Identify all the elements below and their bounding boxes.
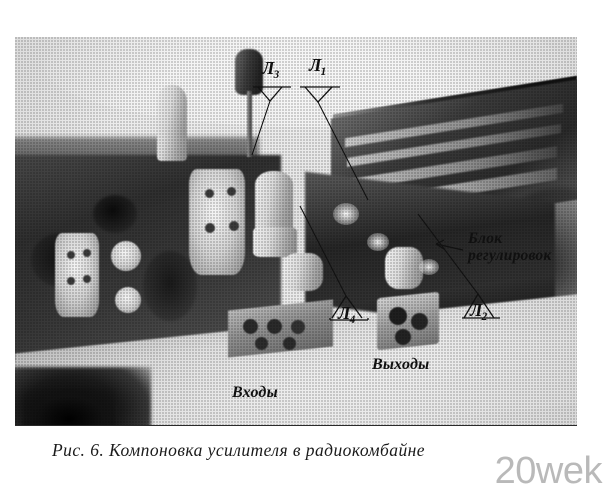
callout-label-l4: Л4 — [338, 303, 355, 326]
inputs-jack-3 — [291, 320, 305, 334]
callout-l1-letter: Л — [309, 55, 322, 75]
callout-l4-letter: Л — [338, 303, 351, 323]
outputs-jack-1 — [389, 307, 407, 325]
callout-label-inputs: Входы — [232, 384, 278, 401]
socket-block-b — [55, 233, 99, 317]
tube-l1 — [255, 171, 293, 233]
photo-dark-corner-core — [23, 389, 115, 425]
figure-photograph — [15, 37, 577, 426]
socket-pin-b2 — [83, 249, 91, 257]
callout-label-l3: Л3 — [262, 58, 279, 81]
callout-label-l2: Л2 — [470, 300, 487, 323]
component-blob-3 — [143, 251, 197, 321]
tube-highlight-2 — [367, 233, 389, 251]
tube-l3-stem — [247, 91, 252, 157]
inputs-jack-2 — [267, 319, 282, 334]
tube-l1-base — [253, 227, 297, 257]
inputs-jack-4 — [255, 337, 268, 350]
callout-l2-subscript: 2 — [481, 310, 488, 323]
component-blob-1 — [93, 195, 137, 233]
inputs-jack-5 — [283, 337, 296, 350]
photo-vignette — [15, 37, 577, 425]
callout-label-outputs: Выходы — [372, 356, 430, 373]
socket-pin-a2 — [227, 187, 236, 196]
socket-pin-a1 — [205, 189, 214, 198]
callout-l3-subscript: 3 — [273, 68, 280, 81]
block-regulators-line-2: регулировок — [468, 247, 552, 265]
socket-block-d — [115, 287, 141, 313]
outputs-jack-2 — [411, 313, 428, 330]
socket-pin-b1 — [67, 251, 75, 259]
watermark: 20wek — [494, 450, 603, 492]
socket-pin-a4 — [229, 221, 239, 231]
figure-caption: Рис. 6. Компоновка усилителя в радиокомб… — [52, 440, 425, 460]
callout-l2-letter: Л — [470, 300, 483, 320]
callout-l3-letter: Л — [262, 58, 275, 78]
callout-label-block-regulators: Блок регулировок — [468, 230, 588, 265]
socket-pin-b4 — [83, 275, 91, 283]
inputs-jack-1 — [243, 319, 258, 334]
socket-pin-b3 — [67, 277, 75, 285]
socket-pin-a3 — [205, 223, 215, 233]
callout-l1-subscript: 1 — [320, 65, 327, 78]
socket-block-c — [111, 241, 141, 271]
callout-l4-subscript: 4 — [349, 313, 356, 326]
outputs-jack-3 — [395, 329, 411, 345]
tube-l2 — [385, 247, 423, 289]
callout-label-l1: Л1 — [309, 55, 326, 78]
block-regulators-line-1: Блок — [468, 230, 503, 247]
tube-capacitor-upper-left — [157, 85, 187, 161]
